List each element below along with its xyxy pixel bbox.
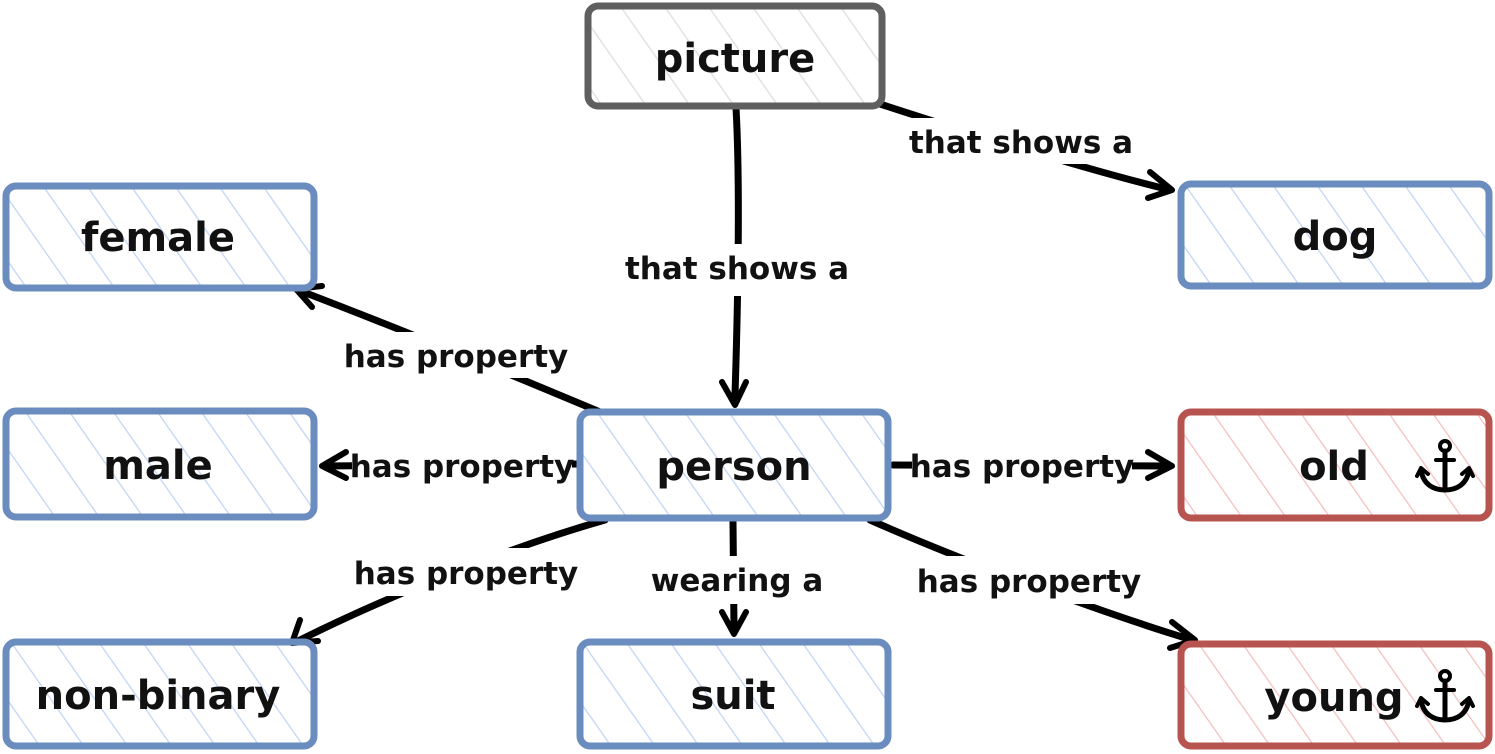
svg-text:non-binary: non-binary	[36, 673, 281, 719]
node-person[interactable]: person	[576, 408, 892, 522]
svg-text:has property: has property	[917, 564, 1142, 600]
edge-label-person-old: has property	[910, 443, 1135, 489]
svg-text:has property: has property	[910, 449, 1135, 485]
edge-label-person-young: has property	[916, 556, 1142, 604]
edge-label-person-nonbinary: has property	[354, 548, 580, 596]
svg-text:suit: suit	[690, 673, 775, 719]
node-young[interactable]: young	[1177, 640, 1493, 750]
edge-label-person-male: has property	[350, 443, 575, 489]
svg-text:young: young	[1264, 675, 1403, 721]
svg-text:picture: picture	[655, 36, 816, 82]
svg-text:has property: has property	[350, 449, 575, 485]
node-female[interactable]: female	[2, 182, 318, 292]
svg-text:female: female	[81, 215, 235, 261]
node-dog[interactable]: dog	[1177, 180, 1493, 290]
node-old[interactable]: old	[1177, 408, 1493, 522]
edge-label-person-suit: wearing a	[648, 556, 826, 604]
svg-text:has property: has property	[354, 556, 579, 592]
svg-text:that shows a: that shows a	[625, 251, 849, 287]
svg-text:male: male	[103, 443, 213, 489]
node-non-binary[interactable]: non-binary	[2, 638, 318, 750]
node-picture[interactable]: picture	[584, 2, 886, 110]
svg-text:person: person	[656, 444, 811, 490]
node-male[interactable]: male	[2, 407, 318, 521]
edge-label-picture-dog: that shows a	[908, 118, 1134, 164]
edge-label-picture-person: that shows a	[624, 244, 850, 296]
anchor-icon	[1415, 669, 1475, 723]
svg-text:wearing a: wearing a	[651, 563, 823, 599]
edge-picture-person	[719, 104, 749, 408]
anchor-icon	[1415, 439, 1475, 493]
edge-label-person-female: has property	[344, 332, 570, 378]
svg-text:old: old	[1299, 444, 1369, 490]
node-suit[interactable]: suit	[576, 638, 892, 750]
svg-text:has property: has property	[344, 339, 569, 375]
svg-text:that shows a: that shows a	[909, 125, 1133, 161]
svg-text:dog: dog	[1293, 214, 1378, 260]
